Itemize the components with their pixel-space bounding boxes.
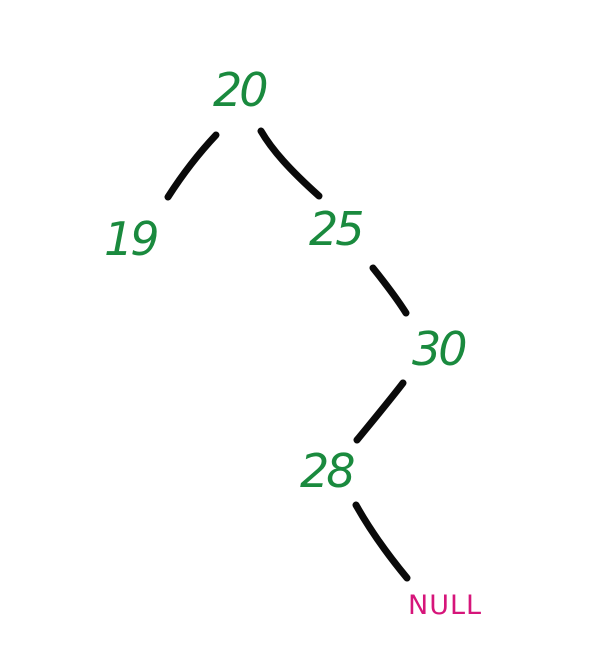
node-25: 25 — [309, 202, 362, 256]
node-20: 20 — [213, 63, 266, 117]
node-30: 30 — [412, 322, 465, 376]
node-19: 19 — [104, 212, 157, 266]
node-28: 28 — [300, 444, 354, 498]
tree-nodes: 20 19 25 30 28 NULL — [104, 63, 482, 621]
edge-20-25 — [257, 127, 323, 200]
null-leaf-label: NULL — [408, 590, 482, 621]
edge-30-28 — [353, 379, 407, 444]
edge-25-30 — [369, 264, 410, 317]
edge-28-null — [352, 501, 411, 582]
edge-20-19 — [164, 131, 220, 201]
tree-edges — [164, 127, 411, 582]
